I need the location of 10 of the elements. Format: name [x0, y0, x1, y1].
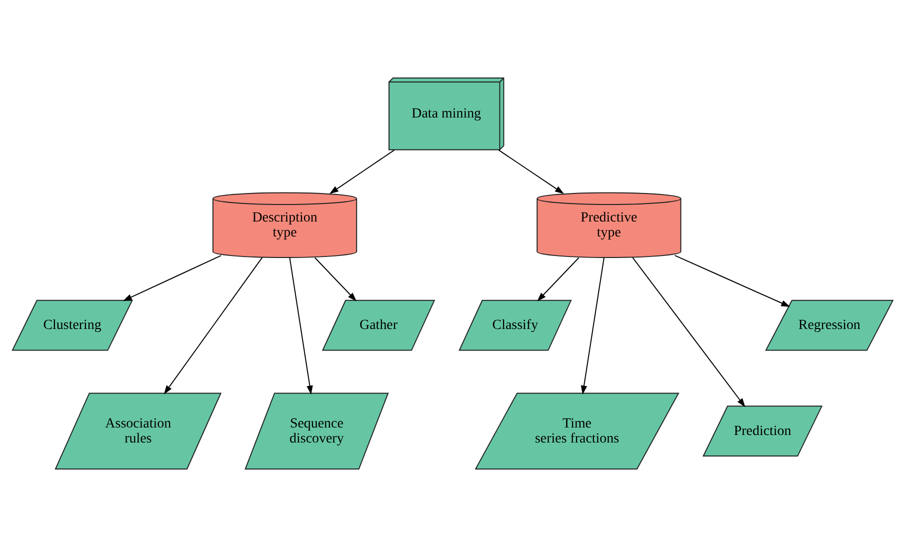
arrow	[122, 255, 222, 301]
arrow	[314, 257, 357, 302]
arrow	[289, 257, 313, 395]
arrow	[580, 257, 605, 395]
arrow	[674, 254, 790, 307]
arrow	[164, 257, 263, 394]
arrow	[498, 150, 564, 194]
arrow	[632, 257, 746, 408]
arrow	[537, 257, 580, 302]
arrow	[329, 150, 395, 194]
